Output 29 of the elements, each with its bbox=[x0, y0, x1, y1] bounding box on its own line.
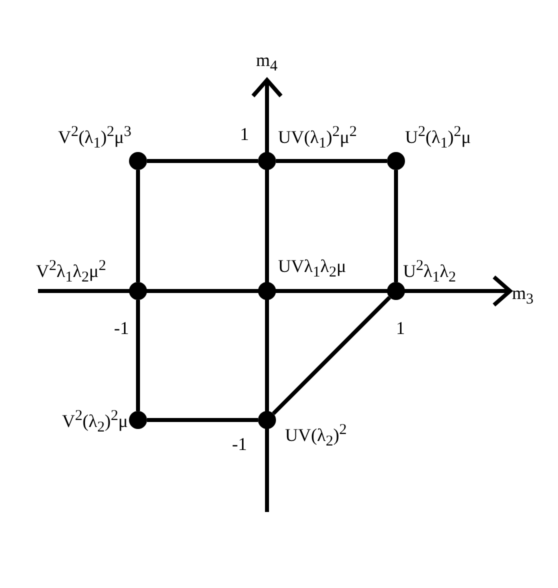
term-label: UVλ$_{1}$λ$_{2}$μ bbox=[278, 256, 346, 283]
polygon-edge bbox=[136, 300, 140, 411]
lattice-point bbox=[387, 282, 405, 300]
tick-label: 1 bbox=[396, 318, 405, 338]
term-label: V$^{2}$(λ$_{1}$)$^{2}$μ$^{3}$ bbox=[58, 123, 132, 154]
lattice-point bbox=[258, 152, 276, 170]
term-label: UV(λ$_{1}$)$^{2}$μ$^{2}$ bbox=[278, 123, 357, 154]
polygon-edge bbox=[276, 159, 387, 163]
lattice-point bbox=[258, 411, 276, 429]
term-label: U$^{2}$λ$_{1}$λ$_{2}$ bbox=[403, 257, 456, 288]
lattice-point bbox=[258, 282, 276, 300]
lattice-point bbox=[129, 282, 147, 300]
lattice-point bbox=[129, 152, 147, 170]
lattice-point bbox=[387, 152, 405, 170]
polygon-edge bbox=[147, 159, 258, 163]
term-label: V$^{2}$(λ$_{2}$)$^{2}$μ bbox=[62, 407, 128, 438]
tick-label: -1 bbox=[114, 318, 129, 338]
term-label: U$^{2}$(λ$_{1}$)$^{2}$μ bbox=[405, 123, 471, 154]
polygon-edge bbox=[394, 170, 398, 282]
term-label: UV(λ$_{2}$)$^{2}$ bbox=[285, 421, 347, 452]
term-label: V$^{2}$λ$_{1}$λ$_{2}$μ$^{2}$ bbox=[36, 257, 106, 288]
polygon-edge bbox=[136, 170, 140, 282]
axis-label: m$_{3}$ bbox=[512, 283, 534, 310]
polygon-edge bbox=[147, 418, 258, 422]
axis-label: m$_{4}$ bbox=[256, 50, 278, 77]
tick-label: -1 bbox=[232, 434, 247, 454]
tick-label: 1 bbox=[240, 124, 249, 144]
lattice-point bbox=[129, 411, 147, 429]
polygon-edge bbox=[272, 296, 392, 416]
